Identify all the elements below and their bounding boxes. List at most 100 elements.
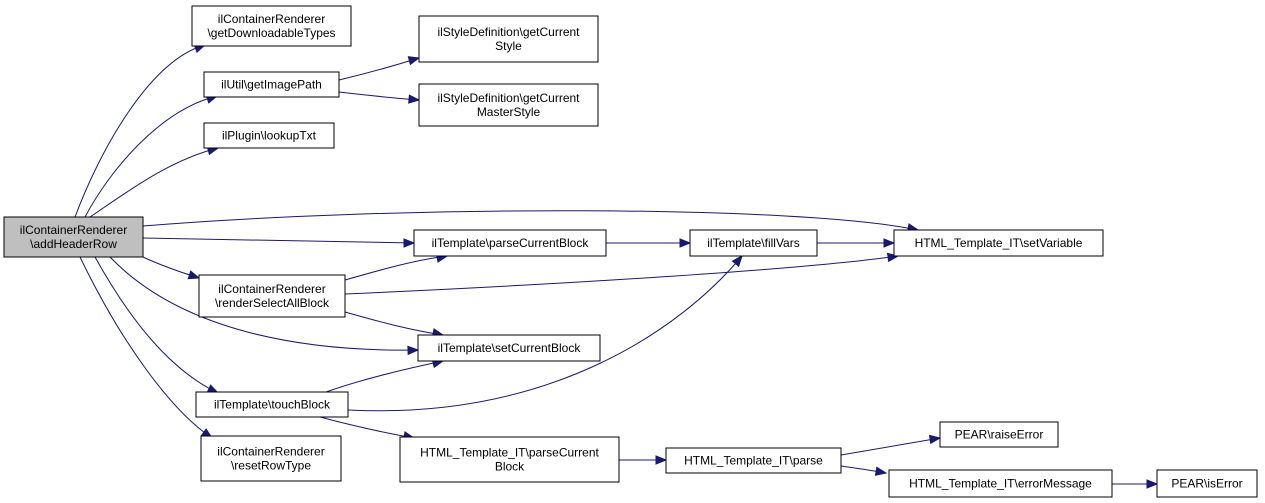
function-node[interactable]: ilTemplate\setCurrentBlock	[417, 334, 601, 362]
node-box	[203, 71, 340, 98]
node-label: ilContainerRenderer	[218, 12, 325, 26]
edge-line	[142, 237, 415, 244]
arrowhead	[403, 238, 416, 248]
node-box	[1156, 469, 1258, 498]
node-label: Style	[495, 39, 522, 53]
call-edge-n0-n1	[74, 44, 207, 218]
call-edge-n8-n6	[817, 238, 896, 248]
node-label: \renderSelectAllBlock	[215, 296, 330, 310]
edge-line	[840, 437, 941, 456]
call-nodes: ilContainerRenderer\addHeaderRowilContai…	[3, 5, 1258, 498]
function-node[interactable]: ilTemplate\parseCurrentBlock	[413, 229, 607, 257]
node-box	[417, 334, 601, 362]
node-label: HTML_Template_IT\parseCurrent	[420, 446, 599, 460]
edge-line	[84, 95, 218, 218]
function-node[interactable]: HTML_Template_IT\parseCurrentBlock	[399, 436, 620, 483]
node-label: ilTemplate\parseCurrentBlock	[432, 236, 590, 250]
edge-line	[338, 91, 420, 101]
function-node[interactable]: ilTemplate\fillVars	[689, 229, 818, 257]
node-box	[888, 469, 1113, 498]
edge-line	[142, 210, 919, 231]
call-edge-n9-n6	[344, 252, 900, 295]
node-box	[939, 421, 1059, 448]
edge-line	[79, 256, 213, 439]
node-label: HTML_Template_IT\setVariable	[915, 236, 1083, 250]
edge-line	[89, 147, 219, 218]
node-label: ilContainerRenderer	[20, 223, 127, 237]
node-label: ilContainerRenderer	[217, 445, 324, 459]
node-label: HTML_Template_IT\parse	[684, 454, 823, 468]
function-node[interactable]: HTML_Template_IT\parse	[665, 447, 842, 474]
function-node[interactable]: ilPlugin\lookupTxt	[203, 122, 335, 149]
node-box	[418, 15, 599, 63]
node-label: PEAR\isError	[1171, 477, 1242, 491]
arrowhead	[408, 94, 421, 104]
edge-line	[319, 416, 415, 439]
node-box	[418, 83, 599, 127]
node-label: ilTemplate\fillVars	[707, 236, 799, 250]
node-box	[203, 122, 335, 149]
node-label: Block	[495, 460, 525, 474]
call-edge-n0-n9	[142, 256, 201, 280]
function-node[interactable]: ilTemplate\touchBlock	[195, 391, 349, 418]
node-label: MasterStyle	[477, 105, 541, 119]
node-label: ilStyleDefinition\getCurrent	[437, 91, 580, 105]
edge-line	[109, 256, 419, 351]
root-function-node[interactable]: ilContainerRenderer\addHeaderRow	[3, 216, 144, 258]
call-edge-n11-n8	[347, 254, 743, 412]
node-box	[198, 274, 346, 318]
arrowhead	[1146, 479, 1159, 489]
function-node[interactable]: ilContainerRenderer\renderSelectAllBlock	[198, 274, 346, 318]
edge-line	[344, 255, 899, 295]
node-label: PEAR\raiseError	[955, 428, 1044, 442]
node-label: ilUtil\getImagePath	[221, 78, 322, 92]
arrowhead	[731, 254, 743, 268]
function-node[interactable]: ilContainerRenderer\getDownloadableTypes	[191, 5, 352, 47]
call-edge-n14-n16	[840, 465, 888, 476]
node-label: HTML_Template_IT\errorMessage	[909, 477, 1092, 491]
edge-line	[74, 44, 206, 218]
function-node[interactable]: HTML_Template_IT\errorMessage	[888, 469, 1113, 498]
node-label: ilStyleDefinition\getCurrent	[437, 25, 580, 39]
edge-line	[347, 255, 743, 412]
node-label: ilTemplate\setCurrentBlock	[438, 341, 582, 355]
call-edge-n7-n8	[606, 238, 692, 248]
call-edge-n0-n10	[109, 256, 420, 356]
call-edge-n0-n12	[79, 256, 214, 439]
call-edge-n14-n15	[840, 434, 942, 456]
node-label: ilPlugin\lookupTxt	[222, 129, 317, 143]
call-edge-n11-n10	[325, 358, 445, 393]
node-box	[191, 5, 352, 47]
node-box	[399, 436, 620, 483]
node-label: \resetRowType	[231, 459, 311, 473]
node-box	[893, 229, 1104, 257]
node-box	[195, 391, 349, 418]
call-edge-n0-n11	[94, 256, 220, 394]
function-node[interactable]: ilContainerRenderer\resetRowType	[200, 435, 342, 482]
function-node[interactable]: ilUtil\getImagePath	[203, 71, 340, 98]
call-edge-n0-n5	[89, 146, 220, 218]
node-box	[3, 216, 144, 258]
function-node[interactable]: HTML_Template_IT\setVariable	[893, 229, 1104, 257]
node-label: \addHeaderRow	[30, 237, 117, 251]
edge-line	[344, 255, 448, 281]
call-edges	[74, 44, 1159, 489]
node-box	[200, 435, 342, 482]
node-box	[689, 229, 818, 257]
edge-line	[344, 311, 444, 336]
call-edge-n13-n14	[618, 455, 668, 465]
function-node[interactable]: PEAR\raiseError	[939, 421, 1059, 448]
edge-line	[94, 256, 219, 394]
arrowhead	[928, 434, 942, 445]
call-edge-n2-n3	[338, 56, 421, 81]
arrowhead	[679, 238, 692, 248]
arrowhead	[655, 455, 668, 465]
edge-line	[325, 360, 444, 393]
arrowhead	[407, 56, 421, 66]
function-node[interactable]: PEAR\isError	[1156, 469, 1258, 498]
node-box	[665, 447, 842, 474]
call-edge-n0-n7	[142, 237, 416, 248]
